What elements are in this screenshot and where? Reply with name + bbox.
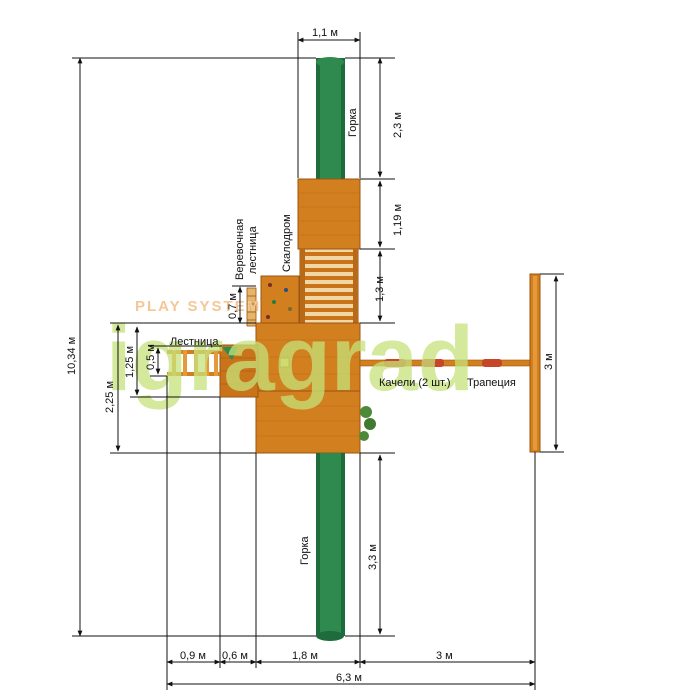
dim-platform-top: 1,19 м bbox=[392, 204, 404, 236]
label-swings: Качели (2 шт.) bbox=[379, 377, 451, 389]
label-trapeze: Трапеция bbox=[467, 377, 516, 389]
ladder bbox=[167, 350, 220, 376]
label-slide-bottom: Горка bbox=[299, 535, 311, 565]
dimension-lines bbox=[72, 32, 564, 690]
rope-ladder bbox=[246, 287, 257, 327]
side-flag bbox=[222, 347, 238, 360]
dim-ladder-height: 1,25 м bbox=[124, 346, 136, 378]
label-climbing-wall: Скалодром bbox=[281, 214, 293, 272]
dim-slide-top-width: 1,1 м bbox=[312, 27, 338, 39]
bush bbox=[359, 406, 376, 441]
dim-slide-top-length: 2,3 м bbox=[392, 112, 404, 138]
dim-bottom-seg1: 0,9 м bbox=[180, 650, 206, 662]
dim-bottom-seg3: 1,8 м bbox=[292, 650, 318, 662]
watermark-tagline: PLAY SYSTEM bbox=[135, 298, 261, 315]
dim-swing-frame: 3 м bbox=[543, 353, 555, 370]
dim-total-width: 6,3 м bbox=[336, 672, 362, 684]
top-platform bbox=[297, 178, 361, 250]
climbing-holds bbox=[266, 283, 292, 319]
swing-seats bbox=[384, 359, 502, 367]
label-rope-ladder-line1: Веревочная bbox=[234, 219, 246, 280]
dim-total-length: 10,34 м bbox=[66, 337, 78, 375]
top-slide bbox=[316, 57, 345, 180]
bottom-slide bbox=[316, 453, 345, 641]
dim-bottom-seg4: 3 м bbox=[436, 650, 453, 662]
dim-ladder-small: 0,5 м bbox=[145, 344, 157, 370]
dim-side-total: 2,25 м bbox=[104, 381, 116, 413]
lower-platform bbox=[255, 390, 361, 454]
top-platform-planks bbox=[298, 192, 360, 236]
dim-slide-bottom-length: 3,3 м bbox=[367, 544, 379, 570]
climb-rungs bbox=[305, 252, 353, 320]
hatch-marker bbox=[279, 357, 290, 368]
dim-climb-section: 1,3 м bbox=[374, 276, 386, 302]
dim-bottom-seg2: 0,6 м bbox=[222, 650, 248, 662]
label-rope-ladder-line2: лестница bbox=[247, 225, 259, 274]
dim-rope-ladder-height: 0,7 м bbox=[227, 293, 239, 319]
label-ladder: Лестница bbox=[170, 336, 219, 348]
label-slide-top: Горка bbox=[347, 107, 359, 137]
